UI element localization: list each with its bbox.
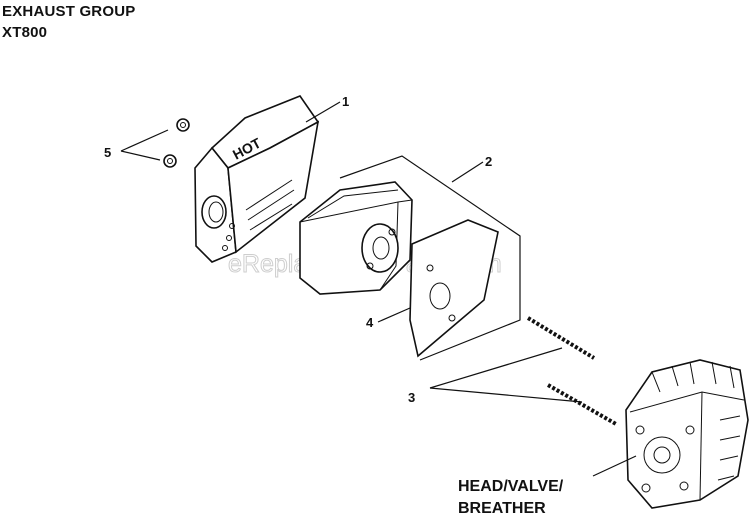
- muffler-part: [299, 181, 413, 295]
- reference-label-line2: BREATHER: [458, 500, 546, 517]
- callout-2: 2: [485, 154, 492, 169]
- gasket-part: [409, 219, 499, 358]
- leader-lines: [120, 101, 637, 477]
- callout-1: 1: [342, 94, 349, 109]
- heat-shield-part: HOT: [194, 95, 320, 263]
- stud-part: [526, 316, 617, 426]
- callout-4: 4: [366, 315, 374, 330]
- model-number: XT800: [2, 24, 48, 41]
- nut-part: [163, 118, 190, 168]
- diagram-title: EXHAUST GROUP: [2, 3, 136, 20]
- cylinder-head-part: [625, 359, 749, 509]
- callout-3: 3: [408, 390, 415, 405]
- callout-5: 5: [104, 145, 111, 160]
- reference-label-line1: HEAD/VALVE/: [458, 478, 564, 495]
